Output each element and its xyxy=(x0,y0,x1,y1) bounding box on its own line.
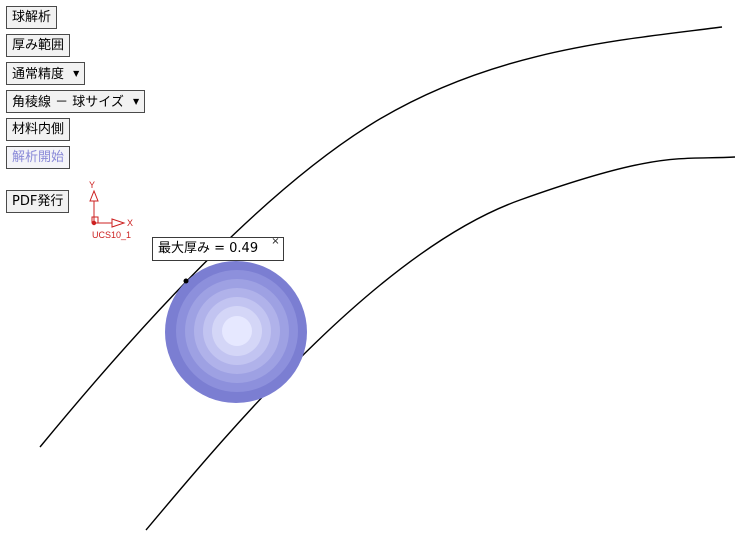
close-icon[interactable]: × xyxy=(271,236,280,247)
precision-dropdown[interactable]: 通常精度 ▼ xyxy=(6,62,86,85)
precision-label: 通常精度 xyxy=(12,67,65,82)
start-analysis-button[interactable]: 解析開始 xyxy=(6,146,71,169)
analysis-sphere[interactable] xyxy=(165,261,307,403)
ucs-name-label: UCS10_1 xyxy=(92,230,131,240)
material-inside-label: 材料内側 xyxy=(12,122,65,137)
ucs-triad[interactable]: Y X UCS10_1 xyxy=(89,180,133,240)
chevron-down-icon: ▼ xyxy=(73,69,80,78)
sphere-analysis-label: 球解析 xyxy=(12,10,52,25)
sphere-analysis-button[interactable]: 球解析 xyxy=(6,6,58,29)
start-analysis-label: 解析開始 xyxy=(12,150,65,165)
max-thickness-text: 最大厚み = 0.49 xyxy=(158,241,259,256)
chevron-down-icon: ▼ xyxy=(133,97,140,106)
pdf-export-label: PDF発行 xyxy=(12,194,64,209)
pdf-export-button[interactable]: PDF発行 xyxy=(6,190,70,213)
max-thickness-tooltip: 最大厚み = 0.49 × xyxy=(152,236,284,261)
inner-wall-curve xyxy=(145,156,736,531)
thickness-range-label: 厚み範囲 xyxy=(12,38,65,53)
edge-mode-label: 角稜線 － 球サイズ xyxy=(12,95,124,110)
ucs-x-label: X xyxy=(127,218,133,228)
max-thickness-point[interactable] xyxy=(183,278,189,284)
edge-mode-dropdown[interactable]: 角稜線 － 球サイズ ▼ xyxy=(6,90,146,113)
thickness-range-button[interactable]: 厚み範囲 xyxy=(6,34,71,57)
material-inside-button[interactable]: 材料内側 xyxy=(6,118,71,141)
ucs-y-label: Y xyxy=(89,180,95,190)
outer-wall-curve xyxy=(39,26,723,448)
